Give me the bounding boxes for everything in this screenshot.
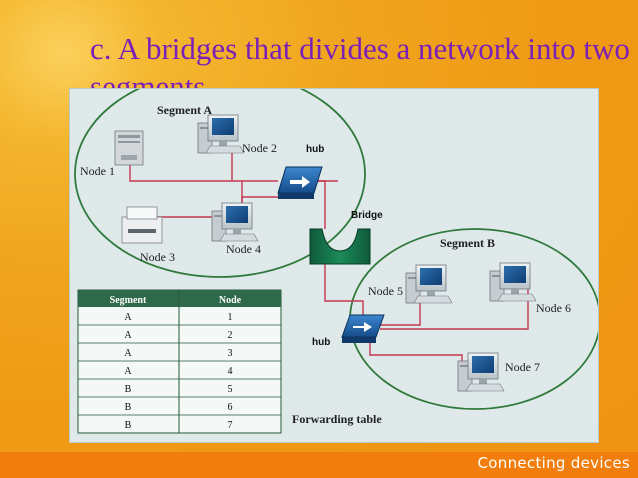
network-figure: Segment A Segment B Node 1 Node 2 Node 3… [69,88,599,443]
segment-b-boundary [349,228,598,410]
node4-label: Node 4 [226,242,261,256]
table-cell-node: 5 [228,384,233,395]
table-cell-segment: B [125,402,132,413]
node5-computer [405,264,453,304]
segment-a-boundary [74,89,366,278]
table-header-segment: Segment [110,295,147,306]
table-cell-segment: A [124,330,132,341]
node7-label: Node 7 [505,360,540,374]
node5-label: Node 5 [368,284,403,298]
table-cell-node: 3 [228,348,233,359]
table-cell-segment: A [124,348,132,359]
table-cell-node: 4 [228,366,233,377]
table-header-node: Node [219,295,242,306]
hub-b-device [341,314,385,343]
network-diagram: Segment A Segment B Node 1 Node 2 Node 3… [74,89,598,434]
node6-label: Node 6 [536,301,571,315]
table-cell-node: 6 [228,402,233,413]
node2-computer [197,114,245,154]
node3-printer [121,206,163,244]
table-caption: Forwarding table [292,412,382,426]
table-cell-node: 1 [228,312,233,323]
segment-a-label: Segment A [157,103,212,117]
node2-label: Node 2 [242,141,277,155]
table-cell-node: 2 [228,330,233,341]
hub-b-label: hub [312,337,330,348]
node6-computer [489,262,537,302]
footer-text: Connecting devices [477,454,630,472]
hub-a-device [277,166,323,199]
node3-label: Node 3 [140,250,175,264]
segment-b-label: Segment B [440,236,495,250]
table-cell-segment: A [124,366,132,377]
node4-computer [211,202,259,242]
bridge-label: Bridge [351,210,383,221]
forwarding-table: Segment Node A 1 A 2 A 3 A 4 B 5 B 6 B 7 [77,289,282,434]
table-cell-segment: B [125,384,132,395]
table-cell-node: 7 [228,420,233,431]
bridge-device [309,228,371,265]
table-cell-segment: B [125,420,132,431]
table-cell-segment: A [124,312,132,323]
footer-bar [0,452,638,478]
node1-label: Node 1 [80,164,115,178]
node1-computer [114,130,144,166]
hub-a-label: hub [306,144,324,155]
node7-computer [457,352,505,392]
